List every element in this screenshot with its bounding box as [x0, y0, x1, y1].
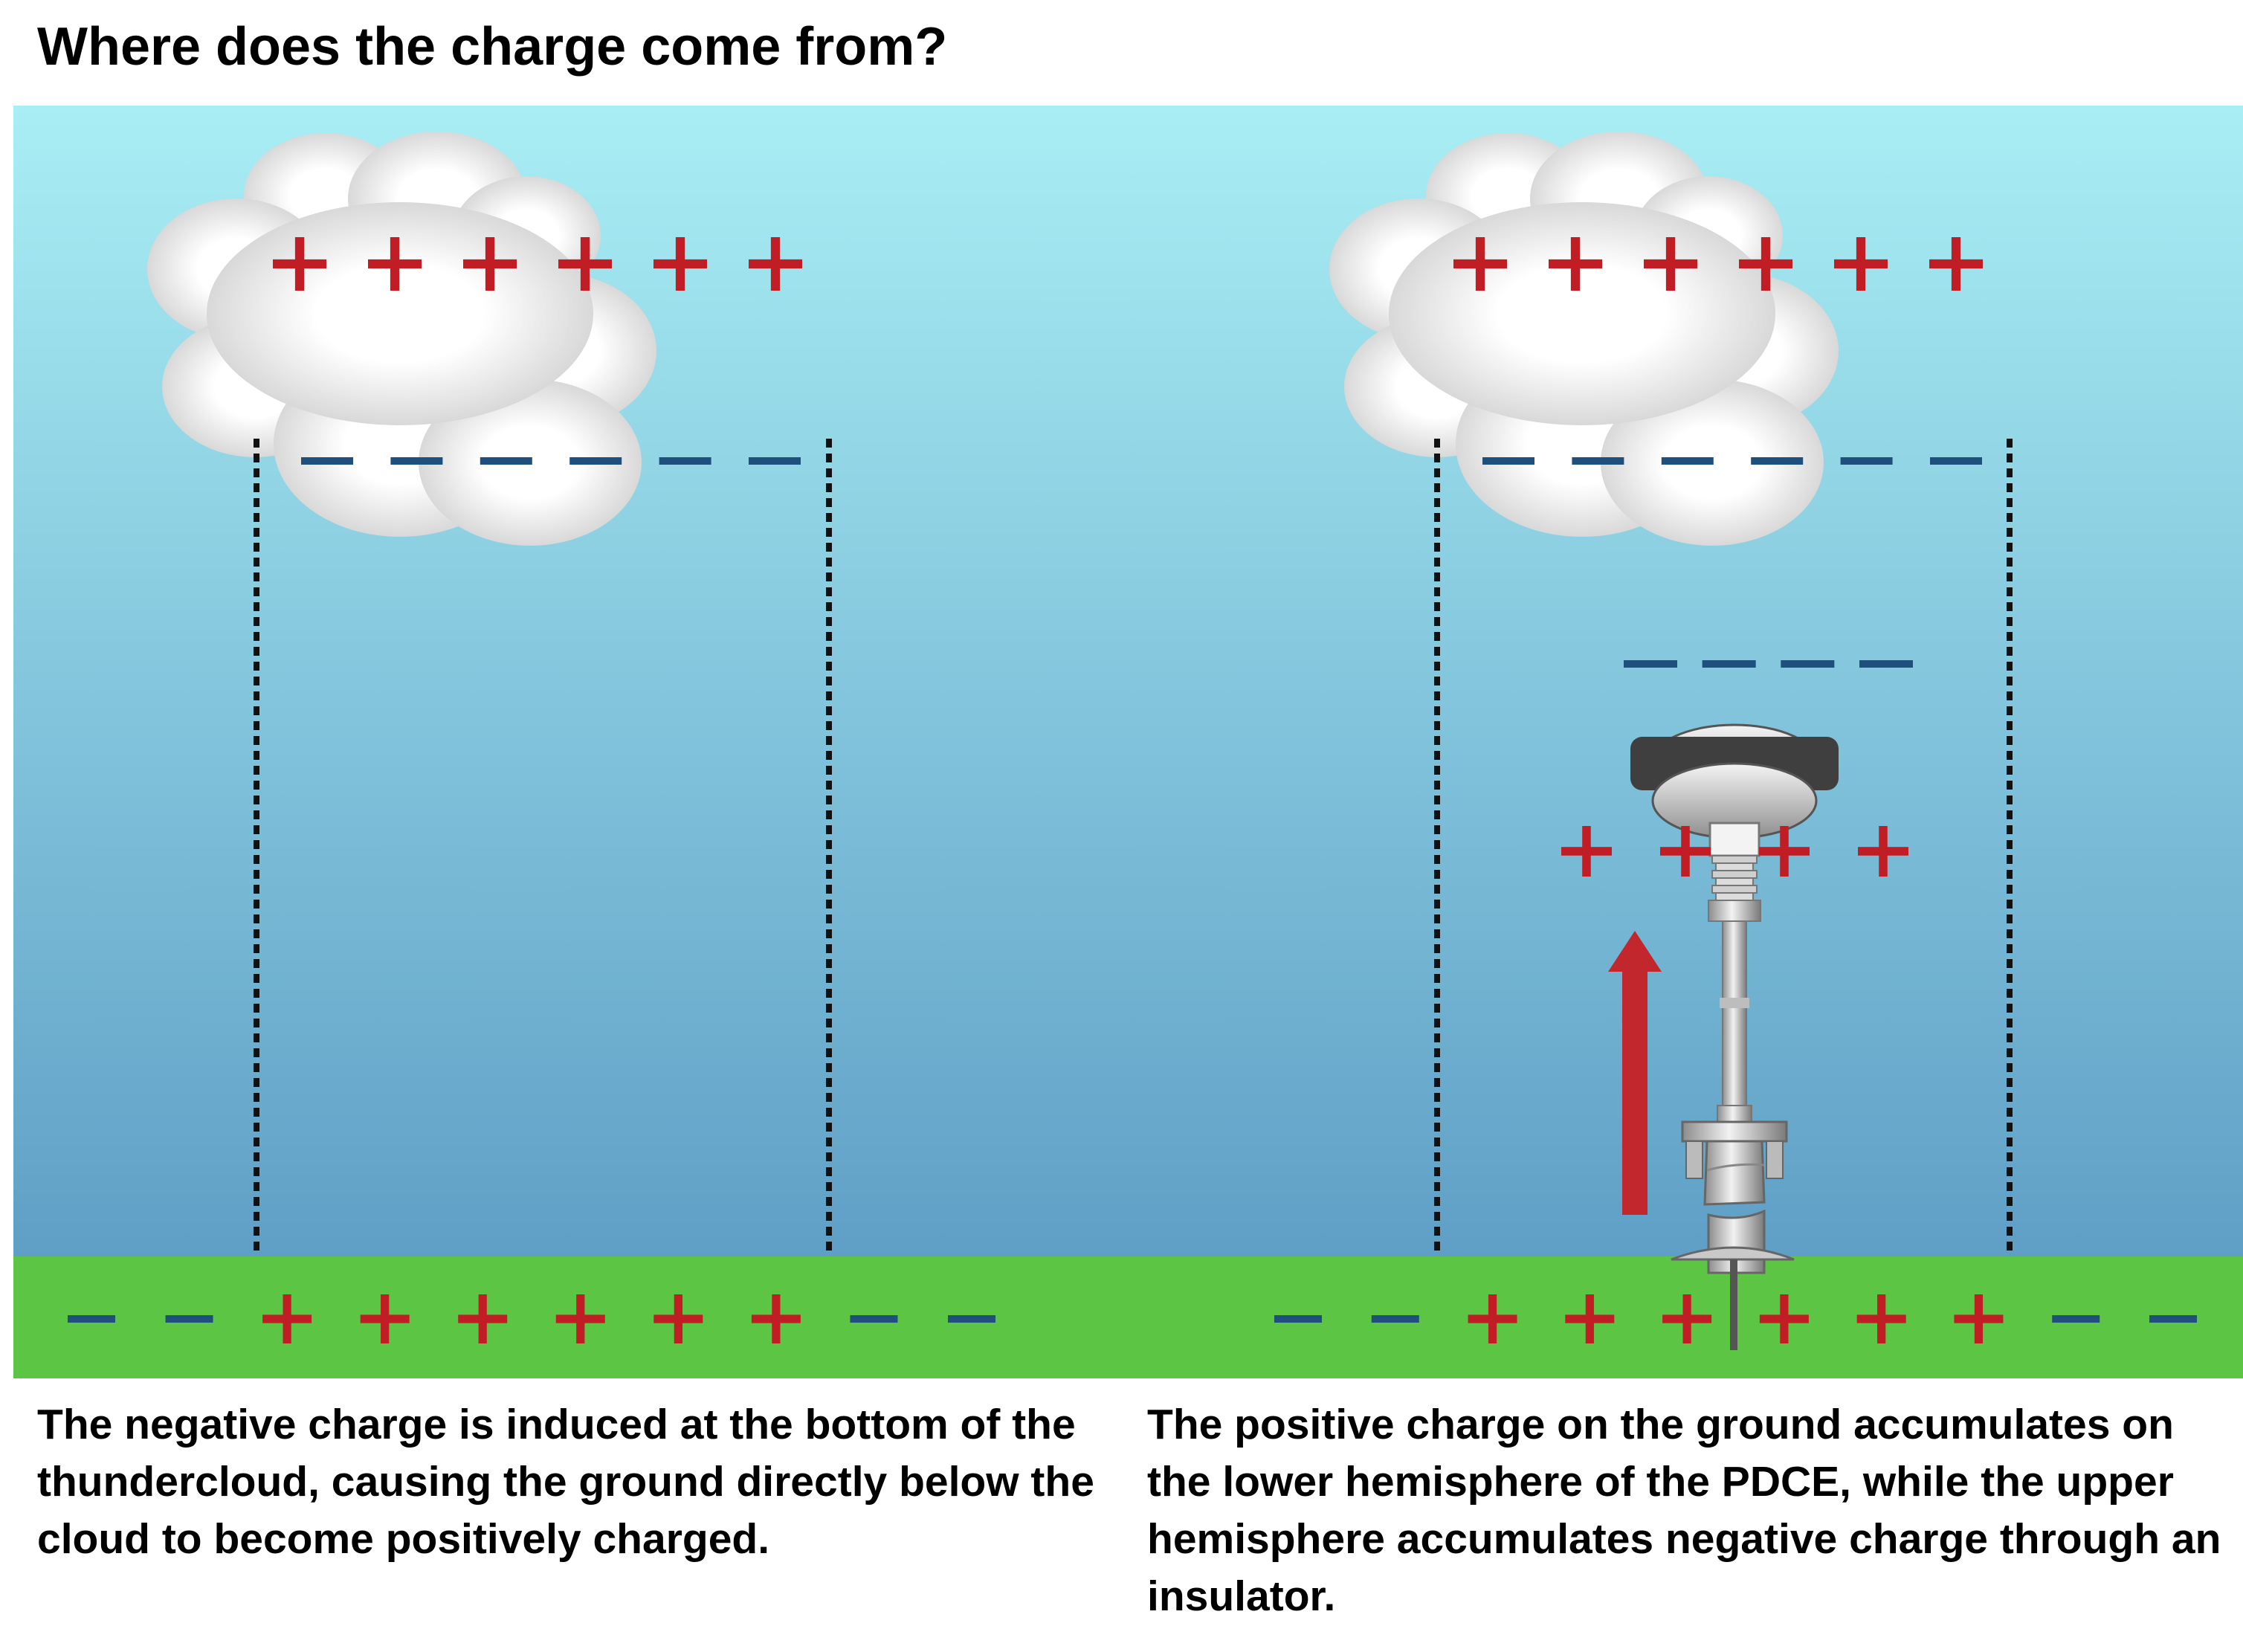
ground-positive-charge: [360, 1294, 410, 1343]
page-title: Where does the charge come from?: [37, 17, 948, 77]
cloud-positive-charge: [558, 237, 612, 291]
ground-negative-charge: [1371, 1315, 1419, 1323]
cloud-negative-charge: [569, 457, 622, 465]
ground-negative-charge: [850, 1315, 898, 1323]
caption-left: The negative charge is induced at the bo…: [37, 1401, 1094, 1563]
ground-positive-charge: [1856, 1294, 1906, 1343]
cloud-positive-charge: [1929, 237, 1983, 291]
cloud-positive-charge: [749, 237, 802, 291]
cloud-negative-charge: [1572, 457, 1624, 465]
ground-positive-charge: [555, 1294, 605, 1343]
caption-right: The positive charge on the ground accumu…: [1147, 1401, 2221, 1620]
cloud-negative-charge: [1661, 457, 1714, 465]
ground-negative-charge: [2052, 1315, 2100, 1323]
cloud-positive-charge: [463, 237, 517, 291]
charge-diagram: [13, 106, 2243, 1378]
cloud-negative-charge: [749, 457, 801, 465]
cloud-positive-charge: [1644, 237, 1697, 291]
ground-positive-charge: [751, 1294, 801, 1343]
cloud-positive-charge: [368, 237, 422, 291]
cloud-negative-charge: [301, 457, 353, 465]
cloud-positive-charge: [1453, 237, 1507, 291]
cloud-right: [1329, 132, 1839, 546]
ground-positive-charge: [1954, 1294, 2004, 1343]
cloud-negative-charge: [1840, 457, 1893, 465]
ground-positive-charge: [1565, 1294, 1615, 1343]
cloud-left: [147, 132, 656, 546]
ground-negative-charge: [2149, 1315, 2197, 1323]
cloud-positive-charge: [1834, 237, 1888, 291]
device-upper-negative-charge: [1859, 660, 1913, 668]
right-panel: [1274, 132, 2197, 1350]
ground-negative-charge: [948, 1315, 995, 1323]
device-upper-negative-charge: [1624, 660, 1677, 668]
device-lower-positive-charge: [1561, 826, 1612, 877]
ground-positive-charge: [653, 1294, 703, 1343]
ground-positive-charge: [262, 1294, 312, 1343]
cloud-negative-charge: [1482, 457, 1534, 465]
ground-positive-charge: [1468, 1294, 1517, 1343]
cloud-negative-charge: [390, 457, 443, 465]
cloud-negative-charge: [480, 457, 532, 465]
cloud-negative-charge: [659, 457, 711, 465]
left-panel: [68, 132, 995, 1343]
ground-positive-charge: [1759, 1294, 1809, 1343]
device-lower-positive-charge: [1660, 826, 1711, 877]
cloud-negative-charge: [1751, 457, 1804, 465]
device-lower-positive-charge: [1858, 826, 1908, 877]
cloud-positive-charge: [1739, 237, 1792, 291]
device-lower-positive-charge: [1759, 826, 1810, 877]
cloud-positive-charge: [653, 237, 707, 291]
ground-negative-charge: [68, 1315, 115, 1323]
upward-arrow-icon: [1608, 931, 1662, 1215]
ground-negative-charge: [165, 1315, 213, 1323]
device-upper-negative-charge: [1781, 660, 1835, 668]
ground: [13, 1256, 2243, 1378]
pdce-device-icon: [1630, 723, 1839, 1350]
ground-negative-charge: [1274, 1315, 1322, 1323]
device-upper-negative-charge: [1702, 660, 1756, 668]
ground-positive-charge: [1662, 1294, 1712, 1343]
ground-positive-charge: [458, 1294, 508, 1343]
cloud-negative-charge: [1930, 457, 1982, 465]
cloud-positive-charge: [1549, 237, 1602, 291]
cloud-positive-charge: [273, 237, 326, 291]
